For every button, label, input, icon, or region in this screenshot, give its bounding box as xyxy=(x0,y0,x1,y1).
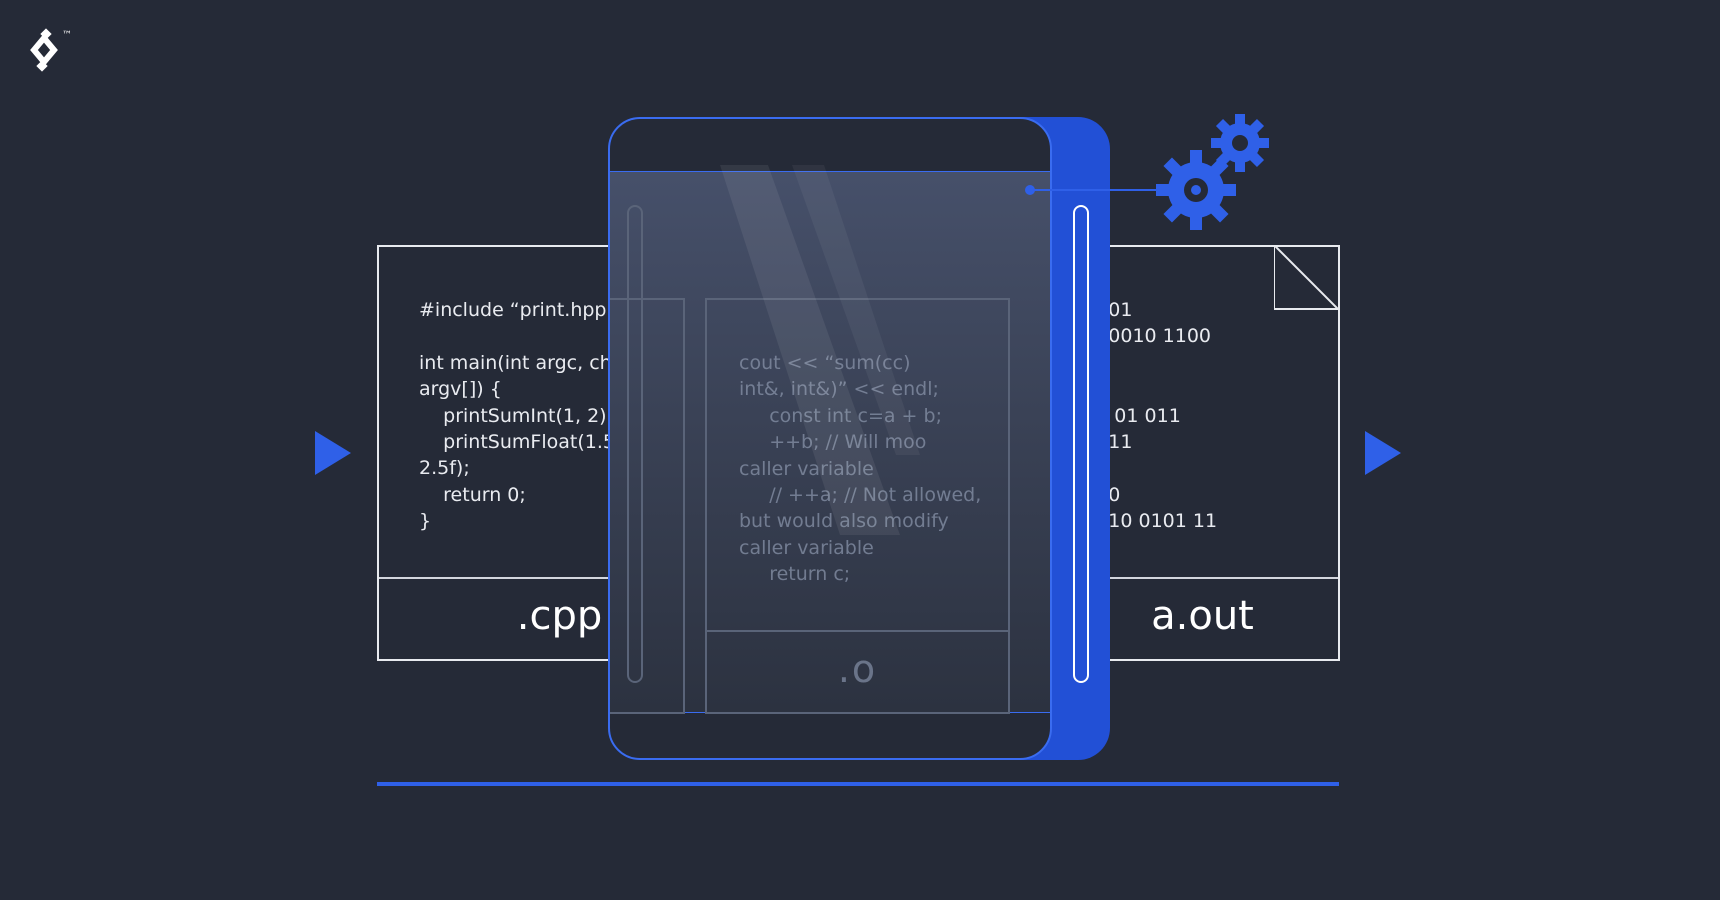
trademark-symbol: ™ xyxy=(62,30,72,41)
baseline-divider xyxy=(377,782,1339,786)
compiler-window: cout << “sum(cc) int&, int&)” << endl; c… xyxy=(610,171,1050,714)
output-extension: a.out xyxy=(1151,593,1254,639)
toptal-logo xyxy=(30,28,58,72)
file-fold-icon xyxy=(1274,247,1338,310)
source-extension: .cpp xyxy=(516,593,603,639)
play-arrow-icon xyxy=(1365,431,1401,475)
ghost-file-left xyxy=(610,298,685,714)
intermediate-code: cout << “sum(cc) int&, int&)” << endl; c… xyxy=(739,352,982,586)
input-slot xyxy=(627,205,643,683)
compiler-machine: cout << “sum(cc) int&, int&)” << endl; c… xyxy=(608,117,1052,760)
play-arrow-icon xyxy=(315,431,351,475)
light-beam xyxy=(720,165,920,535)
gear-icon xyxy=(1025,114,1269,230)
intermediate-file-card: cout << “sum(cc) int&, int&)” << endl; c… xyxy=(705,298,1010,714)
source-code: #include “print.hpp int main(int argc, c… xyxy=(419,299,615,533)
file-divider xyxy=(707,630,1008,632)
file-divider xyxy=(379,577,760,579)
file-divider xyxy=(957,577,1338,579)
output-slot xyxy=(1073,205,1089,683)
intermediate-extension: .o xyxy=(837,647,878,691)
